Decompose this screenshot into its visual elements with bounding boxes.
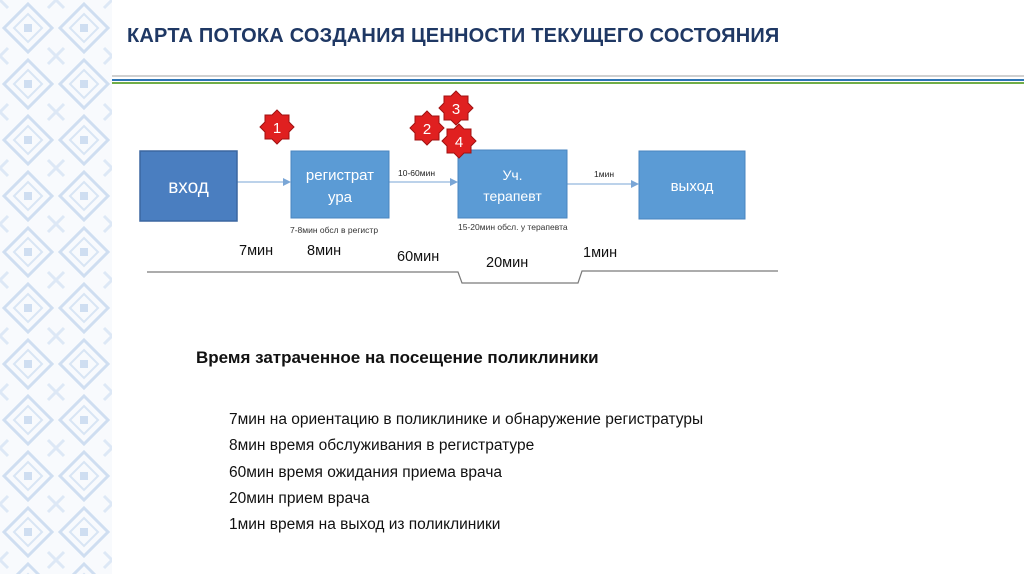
list-item: 7мин на ориентацию в поликлинике и обнар… bbox=[229, 411, 704, 428]
burst-marker-2: 2 bbox=[409, 110, 445, 146]
arrow-label-wait: 10-60мин bbox=[398, 168, 435, 178]
timeline-value-registry: 8мин bbox=[307, 243, 341, 259]
burst-marker-4: 4 bbox=[441, 123, 477, 159]
registry-note: 7-8мин обсл в регистр bbox=[290, 225, 378, 235]
list-item: 60мин время ожидания приема врача bbox=[229, 463, 503, 481]
therapist-note: 15-20мин обсл. у терапевта bbox=[458, 222, 568, 232]
timeline-value-wait: 60мин bbox=[397, 249, 439, 265]
process-box-exit: выход bbox=[638, 150, 746, 220]
burst-marker-1: 1 bbox=[259, 109, 295, 145]
summary-heading: Время затраченное на посещение поликлини… bbox=[196, 348, 599, 367]
process-box-entry-label: вход bbox=[168, 177, 209, 198]
decorative-ornament bbox=[0, 0, 112, 574]
burst-marker-2-label: 2 bbox=[423, 121, 431, 138]
burst-marker-3-label: 3 bbox=[452, 101, 460, 118]
burst-marker-4-label: 4 bbox=[455, 134, 463, 151]
timeline-value-doctor: 20мин bbox=[486, 255, 528, 271]
time-breakdown-list: 7мин на ориентацию в поликлинике и обнар… bbox=[229, 407, 703, 538]
process-box-therapist-label-line1: Уч. bbox=[502, 167, 522, 183]
page-title: КАРТА ПОТОКА СОЗДАНИЯ ЦЕННОСТИ ТЕКУЩЕГО … bbox=[127, 25, 780, 47]
header-stripes bbox=[112, 75, 1024, 84]
arrow-label-exit: 1мин bbox=[594, 169, 614, 179]
process-box-therapist: Уч. терапевт bbox=[457, 149, 568, 219]
burst-marker-3: 3 bbox=[438, 90, 474, 126]
process-box-registry-label-line1: регистрат bbox=[306, 167, 374, 184]
list-item: 20мин прием врача bbox=[229, 489, 370, 507]
timeline-value-orientation: 7мин bbox=[239, 243, 273, 259]
process-box-registry: регистрат ура bbox=[290, 150, 390, 219]
timeline-line bbox=[147, 270, 778, 284]
burst-marker-1-label: 1 bbox=[273, 120, 281, 137]
process-box-exit-label: выход bbox=[671, 178, 714, 195]
process-box-entry: вход bbox=[139, 150, 238, 222]
timeline-value-exit: 1мин bbox=[583, 245, 617, 261]
list-item: 1мин время на выход из поликлиники bbox=[229, 516, 501, 534]
process-box-registry-label-line2: ура bbox=[328, 189, 353, 206]
list-item: 8мин время обслуживания в регистратуре bbox=[229, 437, 535, 455]
process-box-therapist-label-line2: терапевт bbox=[483, 188, 542, 204]
